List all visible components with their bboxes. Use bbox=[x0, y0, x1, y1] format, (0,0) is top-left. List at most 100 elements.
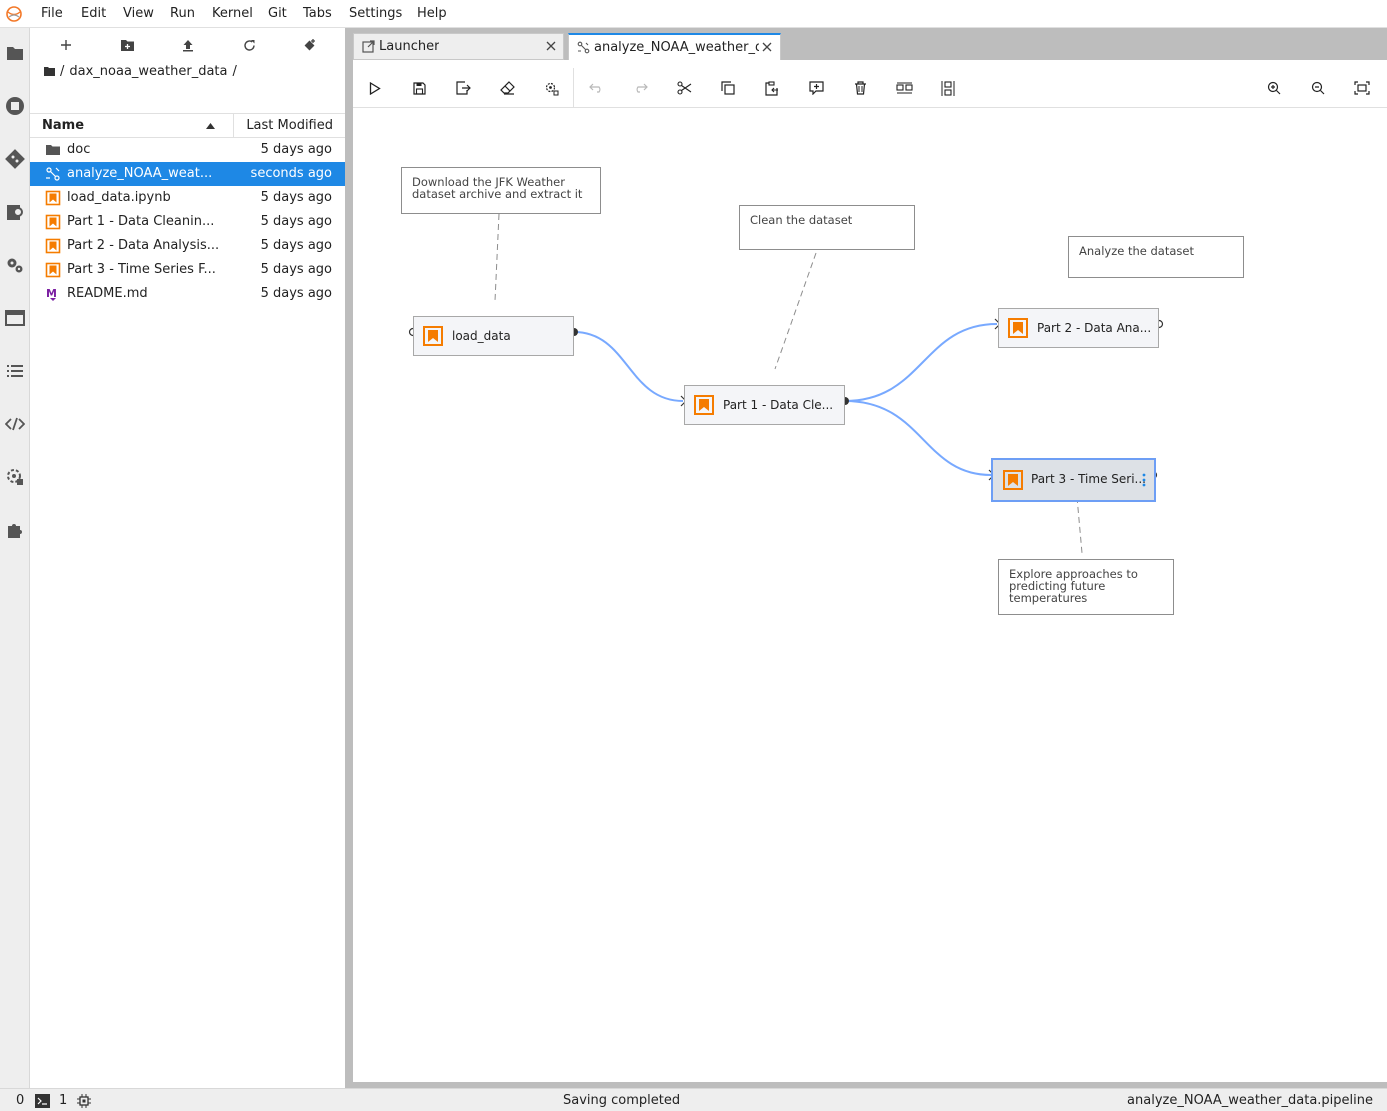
git-tab-icon[interactable] bbox=[4, 148, 26, 170]
delete-trash-icon[interactable] bbox=[851, 79, 869, 97]
last-modified-column-header[interactable]: Last Modified bbox=[233, 114, 345, 137]
undo-icon[interactable] bbox=[587, 79, 605, 97]
menu-kernel[interactable]: Kernel bbox=[212, 6, 253, 21]
tabs-panel-icon[interactable] bbox=[4, 307, 26, 329]
menu-view[interactable]: View bbox=[123, 6, 154, 21]
status-message: Saving completed bbox=[563, 1093, 681, 1108]
breadcrumb-separator-end: / bbox=[232, 64, 237, 79]
node-link[interactable] bbox=[844, 323, 998, 402]
terminal-icon[interactable] bbox=[35, 1094, 50, 1108]
notebook-icon bbox=[45, 214, 61, 230]
node-menu-kebab-icon[interactable] bbox=[1141, 473, 1147, 487]
breadcrumb-folder[interactable]: dax_noaa_weather_data bbox=[69, 64, 228, 79]
node-load-data[interactable]: load_data bbox=[413, 316, 574, 356]
file-name: doc bbox=[67, 142, 91, 157]
file-row[interactable]: Part 1 - Data Cleanin...5 days ago bbox=[30, 210, 345, 234]
file-modified: 5 days ago bbox=[260, 286, 332, 301]
tab-label: Launcher bbox=[379, 39, 440, 54]
menu-run[interactable]: Run bbox=[170, 6, 195, 21]
pipeline-canvas[interactable]: Download the JFK Weather dataset archive… bbox=[353, 108, 1387, 1082]
menu-tabs[interactable]: Tabs bbox=[303, 6, 332, 21]
status-bar: 0 1 Saving completed analyze_NOAA_weathe… bbox=[0, 1088, 1387, 1111]
node-part-2[interactable]: Part 2 - Data Ana... bbox=[998, 308, 1159, 348]
tab-launcher[interactable]: Launcher bbox=[353, 33, 564, 60]
notebook-icon bbox=[1008, 318, 1028, 338]
node-part-3[interactable]: Part 3 - Time Seri... bbox=[991, 458, 1156, 502]
extensions-puzzle-icon[interactable] bbox=[4, 519, 26, 541]
code-snippets-icon[interactable] bbox=[4, 413, 26, 435]
menu-edit[interactable]: Edit bbox=[81, 6, 107, 21]
copy-icon[interactable] bbox=[719, 79, 737, 97]
node-link[interactable] bbox=[844, 400, 992, 476]
comment-link bbox=[494, 213, 500, 302]
notebook-icon bbox=[694, 395, 714, 415]
breadcrumb: / dax_noaa_weather_data / bbox=[44, 64, 237, 79]
close-icon[interactable] bbox=[544, 39, 558, 53]
file-row[interactable]: Part 2 - Data Analysis...5 days ago bbox=[30, 234, 345, 258]
runtime-images-icon[interactable] bbox=[4, 466, 26, 488]
menu-git[interactable]: Git bbox=[268, 6, 287, 21]
notebook-icon bbox=[1003, 470, 1023, 490]
file-name: load_data.ipynb bbox=[67, 190, 171, 205]
comment-clean[interactable]: Clean the dataset bbox=[739, 205, 915, 250]
svg-text:M: M bbox=[46, 287, 57, 300]
zoom-in-icon[interactable] bbox=[1265, 79, 1283, 97]
notebook-icon bbox=[45, 190, 61, 206]
comment-explore[interactable]: Explore approaches to predicting future … bbox=[998, 559, 1174, 615]
new-launcher-plus-icon[interactable] bbox=[56, 36, 76, 54]
launcher-icon bbox=[362, 40, 375, 53]
main-dock-area: Launcher analyze_NOAA_weather_da bbox=[353, 28, 1387, 1088]
menu-file[interactable]: File bbox=[41, 6, 63, 21]
file-row[interactable]: analyze_NOAA_weat...seconds ago bbox=[30, 162, 345, 186]
menu-settings[interactable]: Settings bbox=[349, 6, 403, 21]
zoom-to-fit-icon[interactable] bbox=[1353, 79, 1371, 97]
code-snippets-search-icon[interactable] bbox=[4, 201, 26, 223]
arrange-horizontal-icon[interactable] bbox=[895, 79, 913, 97]
home-folder-icon[interactable] bbox=[44, 67, 55, 76]
upload-icon[interactable] bbox=[178, 36, 198, 54]
file-row[interactable]: Part 3 - Time Series F...5 days ago bbox=[30, 258, 345, 282]
arrange-vertical-icon[interactable] bbox=[939, 79, 957, 97]
status-file: analyze_NOAA_weather_data.pipeline bbox=[1127, 1093, 1373, 1108]
file-modified: 5 days ago bbox=[260, 238, 332, 253]
runtimes-gears-icon[interactable] bbox=[4, 254, 26, 276]
status-count-a[interactable]: 0 bbox=[16, 1093, 25, 1108]
paste-icon[interactable] bbox=[763, 79, 781, 97]
save-pipeline-icon[interactable] bbox=[410, 79, 428, 97]
runtimes-gear-icon[interactable] bbox=[542, 79, 560, 97]
tab-pipeline[interactable]: analyze_NOAA_weather_da bbox=[568, 33, 781, 60]
redo-icon[interactable] bbox=[631, 79, 649, 97]
running-tab-icon[interactable] bbox=[4, 95, 26, 117]
menu-help[interactable]: Help bbox=[417, 6, 447, 21]
table-of-contents-icon[interactable] bbox=[4, 360, 26, 382]
close-icon[interactable] bbox=[760, 40, 774, 54]
kernel-chip-icon[interactable] bbox=[77, 1094, 91, 1108]
notebook-icon bbox=[45, 262, 61, 278]
file-browser-toolbar bbox=[30, 28, 345, 62]
status-count-b[interactable]: 1 bbox=[59, 1093, 68, 1108]
comment-analyze[interactable]: Analyze the dataset bbox=[1068, 236, 1244, 278]
refresh-icon[interactable] bbox=[239, 36, 259, 54]
menu-bar: File Edit View Run Kernel Git Tabs Setti… bbox=[0, 0, 1387, 28]
file-modified: seconds ago bbox=[250, 166, 332, 181]
sort-ascending-icon bbox=[206, 123, 215, 129]
zoom-out-icon[interactable] bbox=[1309, 79, 1327, 97]
name-column-header[interactable]: Name bbox=[42, 118, 85, 133]
export-pipeline-icon[interactable] bbox=[454, 79, 472, 97]
run-pipeline-icon[interactable] bbox=[366, 79, 384, 97]
clear-pipeline-eraser-icon[interactable] bbox=[498, 79, 516, 97]
node-part-1[interactable]: Part 1 - Data Cle... bbox=[684, 385, 845, 425]
cut-icon[interactable] bbox=[675, 79, 693, 97]
new-folder-icon[interactable] bbox=[117, 36, 137, 54]
add-comment-icon[interactable] bbox=[807, 79, 825, 97]
node-label: Part 2 - Data Ana... bbox=[1037, 321, 1152, 335]
file-browser-tab-icon[interactable] bbox=[4, 42, 26, 64]
file-name: Part 3 - Time Series F... bbox=[67, 262, 216, 277]
comment-download[interactable]: Download the JFK Weather dataset archive… bbox=[401, 167, 601, 214]
git-clone-icon[interactable] bbox=[300, 36, 320, 54]
panel-splitter[interactable] bbox=[345, 28, 353, 1088]
node-link[interactable] bbox=[573, 331, 684, 402]
